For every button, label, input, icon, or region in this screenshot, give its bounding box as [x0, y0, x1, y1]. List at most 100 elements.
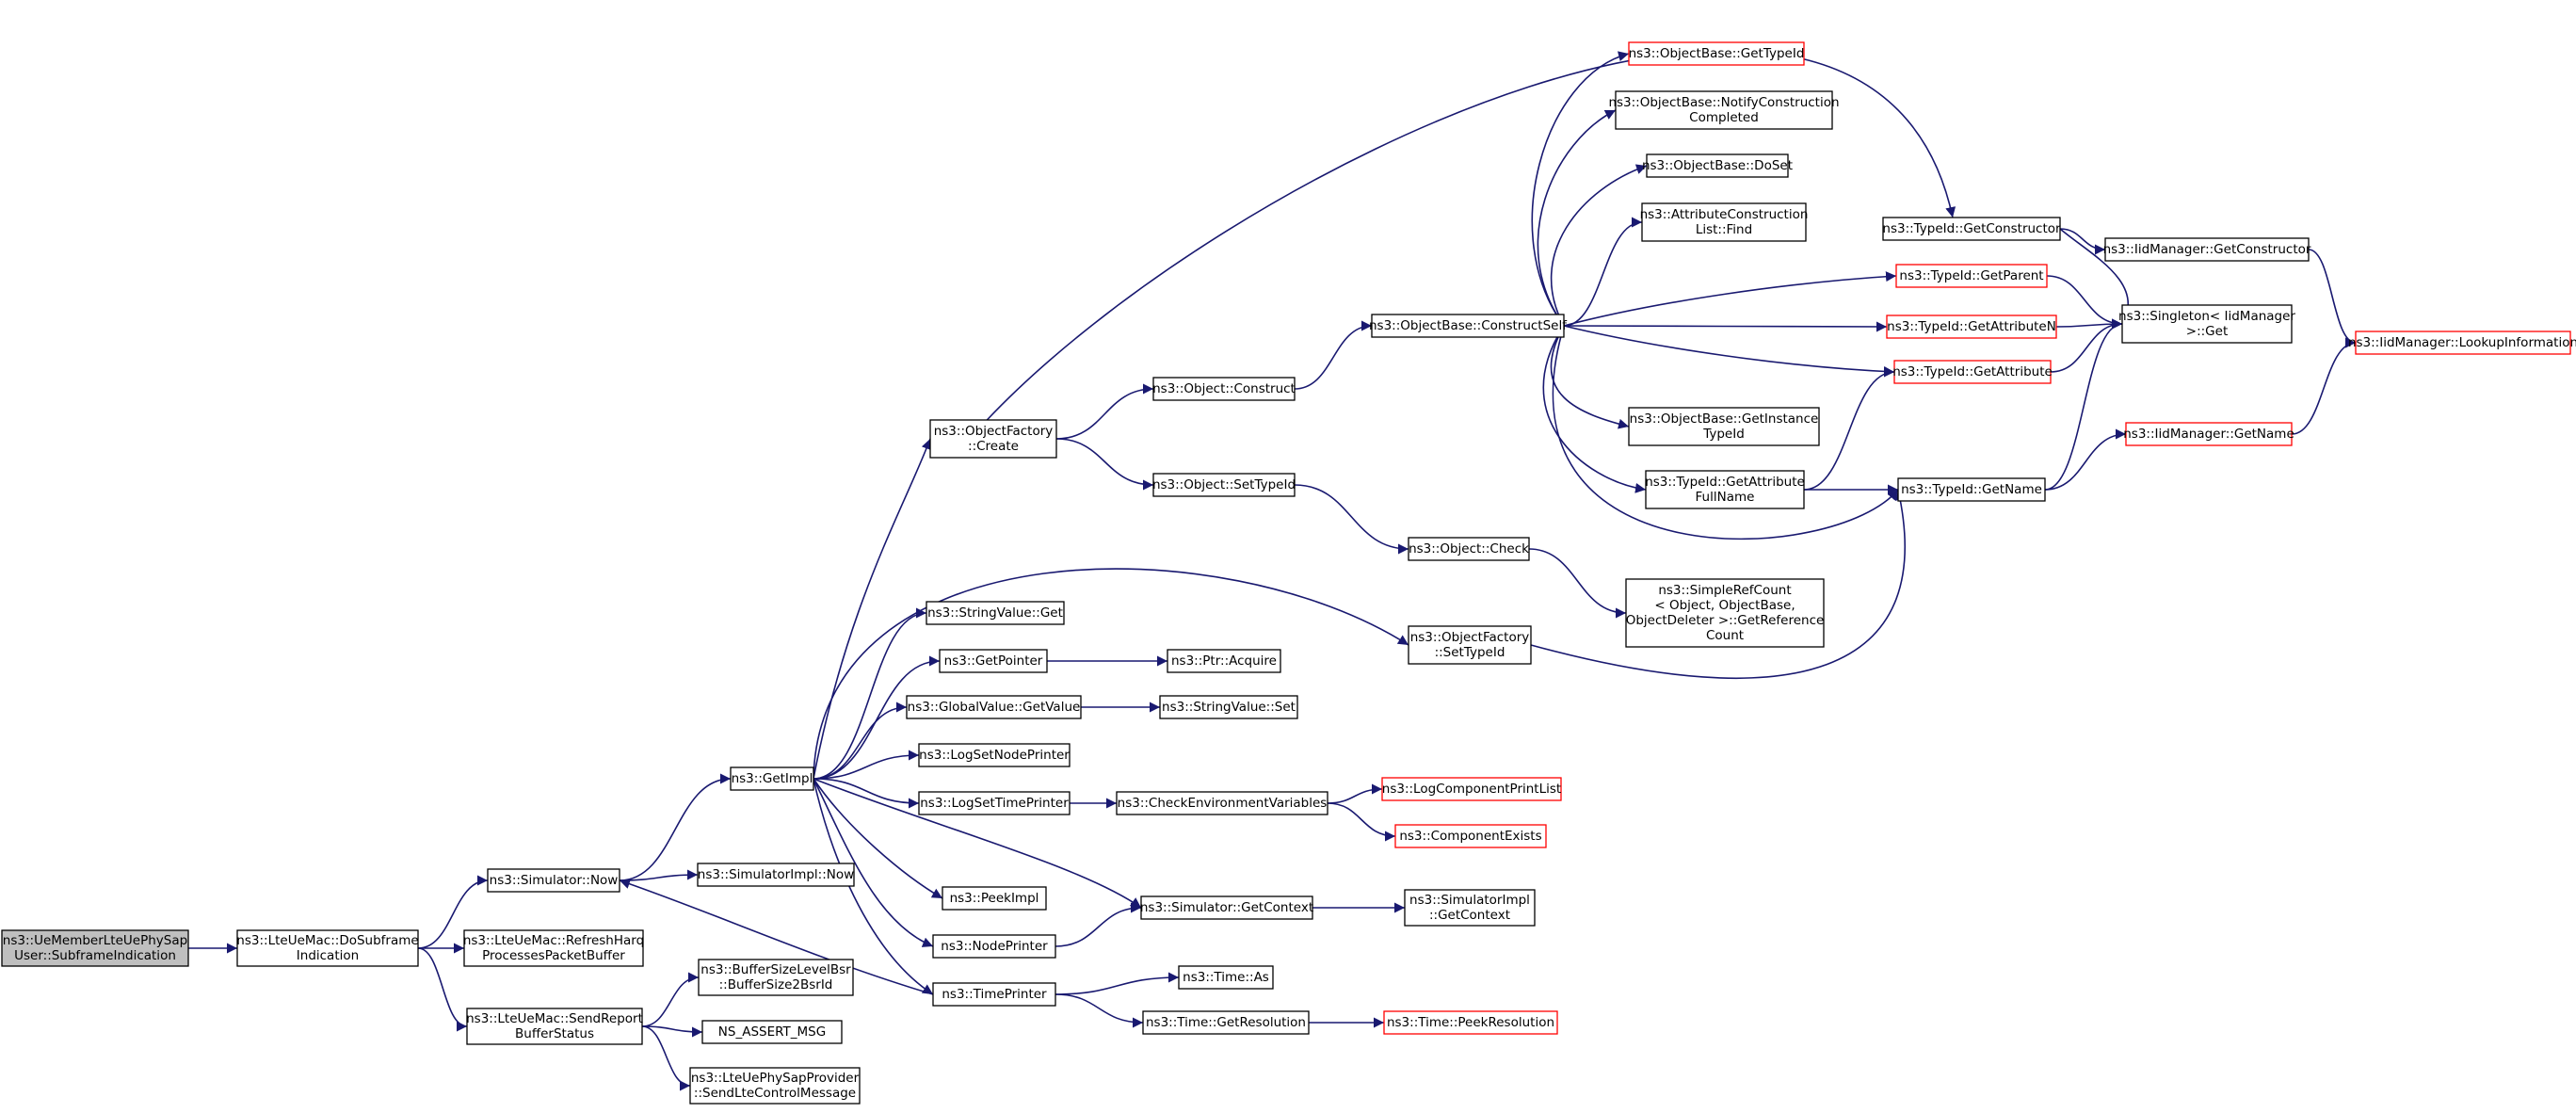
- node-obDoSet[interactable]: ns3::ObjectBase::DoSet: [1642, 153, 1793, 178]
- node-label-line: Indication: [297, 948, 359, 963]
- edge-getImpl-to-peekImpl: [813, 778, 943, 899]
- node-refreshHarq[interactable]: ns3::LteUeMac::RefreshHarqProcessesPacke…: [463, 929, 644, 967]
- node-iidGetName[interactable]: ns3::IidManager::GetName: [2123, 422, 2294, 446]
- edge-objConstruct-to-constructSelf: [1294, 320, 1373, 390]
- node-label-line: ns3::TypeId::GetAttribute: [1892, 364, 2053, 379]
- node-box: [932, 934, 1056, 959]
- node-sendLte[interactable]: ns3::LteUePhySapProvider::SendLteControl…: [689, 1067, 861, 1105]
- node-tidGetName[interactable]: ns3::TypeId::GetName: [1897, 477, 2046, 502]
- node-notifyConstruction[interactable]: ns3::ObjectBase::NotifyConstructionCompl…: [1608, 90, 1840, 130]
- edge-iidGetName-to-iidLookup: [2291, 337, 2357, 435]
- node-constructSelf[interactable]: ns3::ObjectBase::ConstructSelf: [1369, 314, 1568, 338]
- node-box: [1645, 470, 1805, 509]
- node-label-line: Count: [1706, 628, 1744, 643]
- edge-tidGetConstructor-to-iidGetConstructor: [2059, 228, 2106, 255]
- node-box: [698, 959, 854, 996]
- node-timeGetRes[interactable]: ns3::Time::GetResolution: [1142, 1010, 1310, 1035]
- node-box: [918, 743, 1071, 767]
- node-nodePrinter[interactable]: ns3::NodePrinter: [932, 934, 1056, 959]
- edge-iidGetConstructor-to-iidLookup: [2308, 249, 2357, 348]
- edge-constructSelf-to-notifyConstruction: [1537, 109, 1617, 327]
- node-box: [2125, 422, 2293, 446]
- node-objConstruct[interactable]: ns3::Object::Construct: [1152, 377, 1296, 401]
- node-simGetContext[interactable]: ns3::Simulator::GetContext: [1140, 895, 1313, 920]
- node-logCompPrint[interactable]: ns3::LogComponentPrintList: [1381, 777, 1562, 801]
- node-checkEnv[interactable]: ns3::CheckEnvironmentVariables: [1116, 791, 1328, 815]
- node-simImplNow[interactable]: ns3::SimulatorImpl::Now: [697, 863, 855, 887]
- node-box: [1381, 777, 1562, 801]
- node-bsr[interactable]: ns3::BufferSizeLevelBsr::BufferSize2BsrI…: [698, 959, 854, 996]
- node-label-line: ns3::PeekImpl: [950, 891, 1039, 906]
- node-peekRes[interactable]: ns3::Time::PeekResolution: [1383, 1010, 1558, 1035]
- node-label-line: ns3::LogComponentPrintList: [1382, 782, 1561, 797]
- node-compExists[interactable]: ns3::ComponentExists: [1394, 824, 1547, 848]
- node-box: [1178, 965, 1274, 990]
- node-box: [932, 982, 1056, 1007]
- edge-getImpl-to-timePrinter: [813, 778, 934, 995]
- edge-ofCreate-to-objSetTypeId: [1055, 438, 1154, 491]
- edge-getImpl-to-gvGetValue: [813, 702, 908, 780]
- node-label-line: ::GetContext: [1429, 908, 1510, 923]
- node-tidGetParent[interactable]: ns3::TypeId::GetParent: [1895, 264, 2048, 288]
- node-ptrAcquire[interactable]: ns3::Ptr::Acquire: [1167, 649, 1281, 673]
- node-label-line: ns3::NodePrinter: [941, 939, 1048, 954]
- node-box: [2355, 331, 2571, 355]
- node-simNow[interactable]: ns3::Simulator::Now: [487, 868, 620, 893]
- node-gvGetValue[interactable]: ns3::GlobalValue::GetValue: [906, 695, 1082, 719]
- node-box: [487, 868, 620, 893]
- node-label-line: TypeId: [1702, 427, 1745, 442]
- node-box: [1897, 477, 2046, 502]
- node-timePrinter[interactable]: ns3::TimePrinter: [932, 982, 1056, 1007]
- edge-constructSelf-to-getInstanceTypeId: [1550, 325, 1630, 429]
- node-peekImpl[interactable]: ns3::PeekImpl: [942, 886, 1047, 911]
- node-label-line: ns3::SimulatorImpl::Now: [698, 867, 854, 882]
- node-logNodePrinter[interactable]: ns3::LogSetNodePrinter: [918, 743, 1071, 767]
- node-logTimePrinter[interactable]: ns3::LogSetTimePrinter: [918, 791, 1071, 815]
- node-stringValueSet[interactable]: ns3::StringValue::Set: [1159, 695, 1298, 719]
- node-simImplGetContext[interactable]: ns3::SimulatorImpl::GetContext: [1404, 889, 1536, 927]
- node-obGetTypeId[interactable]: ns3::ObjectBase::GetTypeId: [1628, 41, 1805, 66]
- node-label-line: ns3::SimpleRefCount: [1658, 583, 1791, 598]
- node-nsAssert[interactable]: NS_ASSERT_MSG: [701, 1020, 843, 1044]
- node-tidGetAttr[interactable]: ns3::TypeId::GetAttribute: [1892, 360, 2053, 384]
- node-objSetTypeId[interactable]: ns3::Object::SetTypeId: [1152, 473, 1296, 497]
- edge-ofCreate-to-tidGetConstructor: [986, 49, 1956, 421]
- node-label-line: ns3::GetPointer: [944, 653, 1043, 669]
- node-getImpl[interactable]: ns3::GetImpl: [730, 766, 814, 791]
- node-singletonGet[interactable]: ns3::Singleton< IidManager>::Get: [2118, 304, 2295, 344]
- node-label-line: ns3::IidManager::GetConstructor: [2103, 242, 2311, 257]
- node-ofCreate[interactable]: ns3::ObjectFactory::Create: [929, 419, 1057, 459]
- node-ofSetTypeId[interactable]: ns3::ObjectFactory::SetTypeId: [1408, 625, 1532, 665]
- node-objCheck[interactable]: ns3::Object::Check: [1408, 537, 1530, 561]
- node-box: [1394, 824, 1547, 848]
- node-getPointer[interactable]: ns3::GetPointer: [939, 649, 1048, 673]
- node-label-line: ns3::StringValue::Get: [927, 605, 1063, 621]
- node-label-line: ns3::ObjectFactory: [1410, 630, 1530, 645]
- node-label-line: Completed: [1689, 110, 1759, 125]
- node-label-line: ns3::Singleton< IidManager: [2118, 309, 2295, 324]
- edge-sendReport-to-bsr: [641, 972, 700, 1027]
- node-tidGetConstructor[interactable]: ns3::TypeId::GetConstructor: [1882, 217, 2061, 241]
- node-timeAs[interactable]: ns3::Time::As: [1178, 965, 1274, 990]
- node-box: [1404, 889, 1536, 927]
- node-box: [918, 791, 1071, 815]
- node-stringValueGet[interactable]: ns3::StringValue::Get: [926, 601, 1065, 625]
- node-label-line: ns3::Simulator::Now: [490, 873, 619, 888]
- node-root[interactable]: ns3::UeMemberLteUePhySapUser::SubframeIn…: [1, 929, 189, 967]
- node-iidLookup[interactable]: ns3::IidManager::LookupInformation: [2348, 331, 2576, 355]
- edge-sendReport-to-sendLte: [641, 1025, 691, 1091]
- node-box: [2121, 304, 2293, 344]
- node-refCount[interactable]: ns3::SimpleRefCount< Object, ObjectBase,…: [1625, 578, 1825, 648]
- node-label-line: ns3::LteUeMac::SendReport: [466, 1011, 643, 1026]
- node-label-line: ns3::ObjectBase::GetTypeId: [1629, 46, 1805, 61]
- edge-simNow-to-getImpl: [619, 773, 732, 881]
- node-iidGetConstructor[interactable]: ns3::IidManager::GetConstructor: [2103, 237, 2311, 262]
- node-label-line: ns3::LteUePhySapProvider: [691, 1071, 860, 1086]
- node-box: [1152, 377, 1296, 401]
- node-tidGetAttrN[interactable]: ns3::TypeId::GetAttributeN: [1886, 315, 2057, 339]
